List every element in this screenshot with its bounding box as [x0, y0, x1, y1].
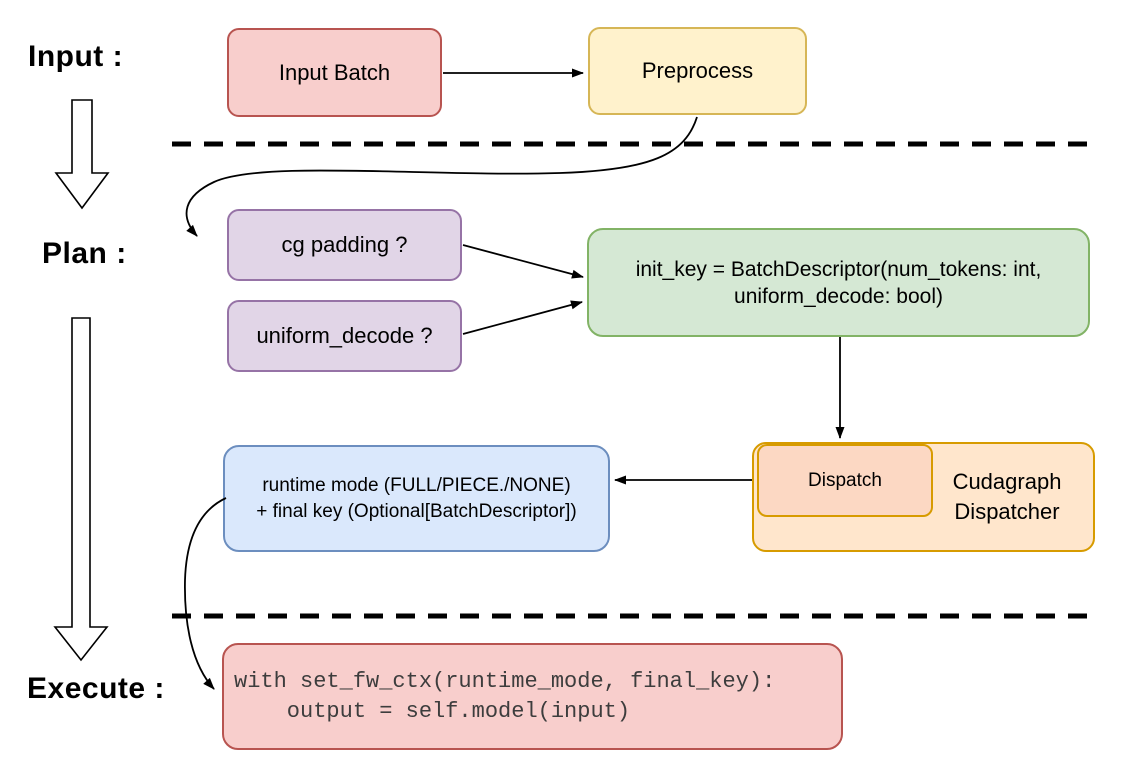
node-runtime-line2: + final key (Optional[BatchDescriptor]) — [256, 500, 577, 522]
node-cudagraph-line2: Dispatcher — [954, 499, 1060, 524]
node-input-batch: Input Batch — [227, 28, 442, 117]
node-cg-padding: cg padding ? — [227, 209, 462, 281]
stage-label-input: Input : — [28, 40, 124, 73]
execute-code-line2: output = self.model(input) — [234, 698, 631, 724]
node-uniform-decode-label: uniform_decode ? — [256, 323, 433, 348]
node-preprocess: Preprocess — [588, 27, 807, 115]
node-runtime-mode: runtime mode (FULL/PIECE./NONE) + final … — [223, 445, 610, 552]
node-execute-code: with set_fw_ctx(runtime_mode, final_key)… — [222, 643, 843, 750]
hollow-arrow-plan-to-execute — [53, 317, 109, 662]
stage-label-execute: Execute : — [27, 672, 165, 705]
hollow-arrow-input-to-plan — [54, 99, 110, 210]
stage-label-plan: Plan : — [42, 237, 127, 270]
node-input-batch-label: Input Batch — [278, 59, 391, 85]
node-cudagraph-dispatcher-label: Cudagraph Dispatcher — [921, 467, 1093, 527]
node-cg-padding-label: cg padding ? — [281, 232, 408, 257]
node-init-key-line2: uniform_decode: bool) — [734, 284, 943, 308]
node-init-key-line1: init_key = BatchDescriptor(num_tokens: i… — [635, 257, 1042, 281]
node-dispatch-label: Dispatch — [808, 469, 882, 491]
execute-code-line1: with set_fw_ctx(runtime_mode, final_key)… — [234, 668, 776, 694]
arrow-uniform-decode-to-init-key — [462, 300, 583, 335]
node-cudagraph-line1: Cudagraph — [952, 469, 1062, 494]
node-init-key: init_key = BatchDescriptor(num_tokens: i… — [587, 228, 1090, 337]
node-uniform-decode: uniform_decode ? — [227, 300, 462, 372]
node-runtime-line1: runtime mode (FULL/PIECE./NONE) — [262, 474, 571, 496]
arrow-runtime-mode-to-execute-code — [184, 497, 227, 690]
node-dispatch: Dispatch — [757, 444, 933, 517]
arrow-cg-padding-to-init-key — [462, 244, 584, 279]
node-preprocess-label: Preprocess — [641, 58, 754, 83]
